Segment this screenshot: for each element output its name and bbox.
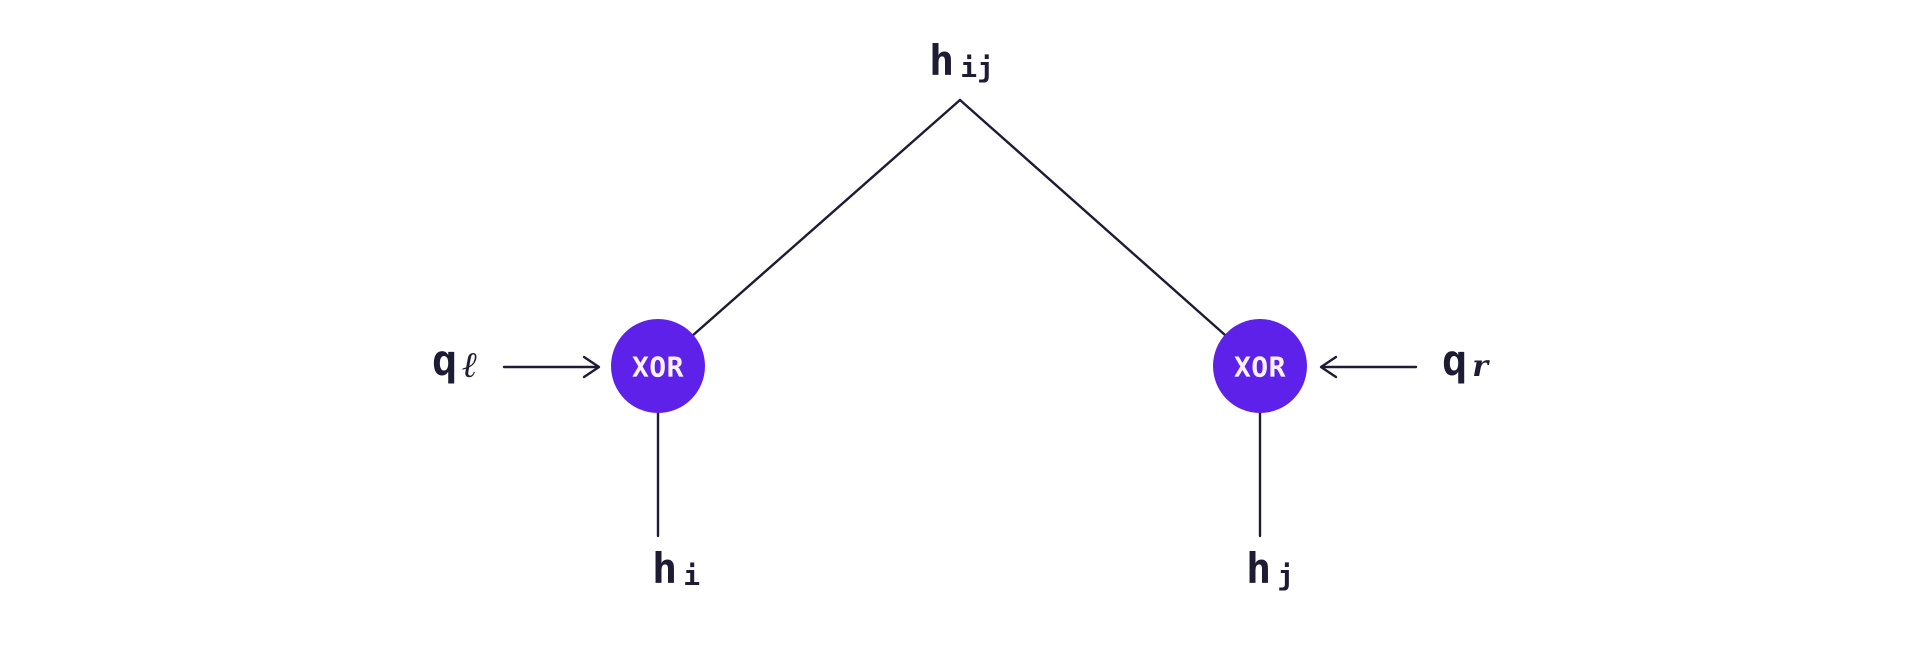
right-input-label-base: q	[1442, 336, 1468, 385]
left-leaf-label: h i	[652, 548, 700, 590]
right-input-arrow-icon	[1319, 355, 1418, 379]
xor-node-left	[611, 319, 705, 413]
right-input-label-subscript: r	[1472, 349, 1489, 384]
xor-node-left-label: XOR	[632, 351, 684, 384]
xor-node-right-label: XOR	[1234, 351, 1286, 384]
right-leaf-label-base: h	[1246, 544, 1272, 593]
edge-root-to-left-node	[656, 98, 962, 368]
root-label: h ij	[929, 40, 994, 82]
right-leaf-label-subscript: j	[1277, 559, 1295, 592]
left-leaf-label-base: h	[652, 544, 678, 593]
left-leaf-label-subscript: i	[683, 559, 701, 592]
left-input-arrow-icon	[502, 355, 601, 379]
edge-root-to-right-node	[958, 98, 1262, 368]
left-input-label-subscript: ℓ	[462, 344, 478, 386]
right-leaf-label: h j	[1246, 548, 1294, 590]
left-input-label-base: q	[432, 336, 458, 385]
root-label-base: h	[929, 36, 955, 85]
root-label-subscript: ij	[960, 51, 995, 84]
xor-node-right	[1213, 319, 1307, 413]
right-input-label: q r	[1442, 340, 1488, 382]
left-input-label: q ℓ	[432, 336, 478, 386]
